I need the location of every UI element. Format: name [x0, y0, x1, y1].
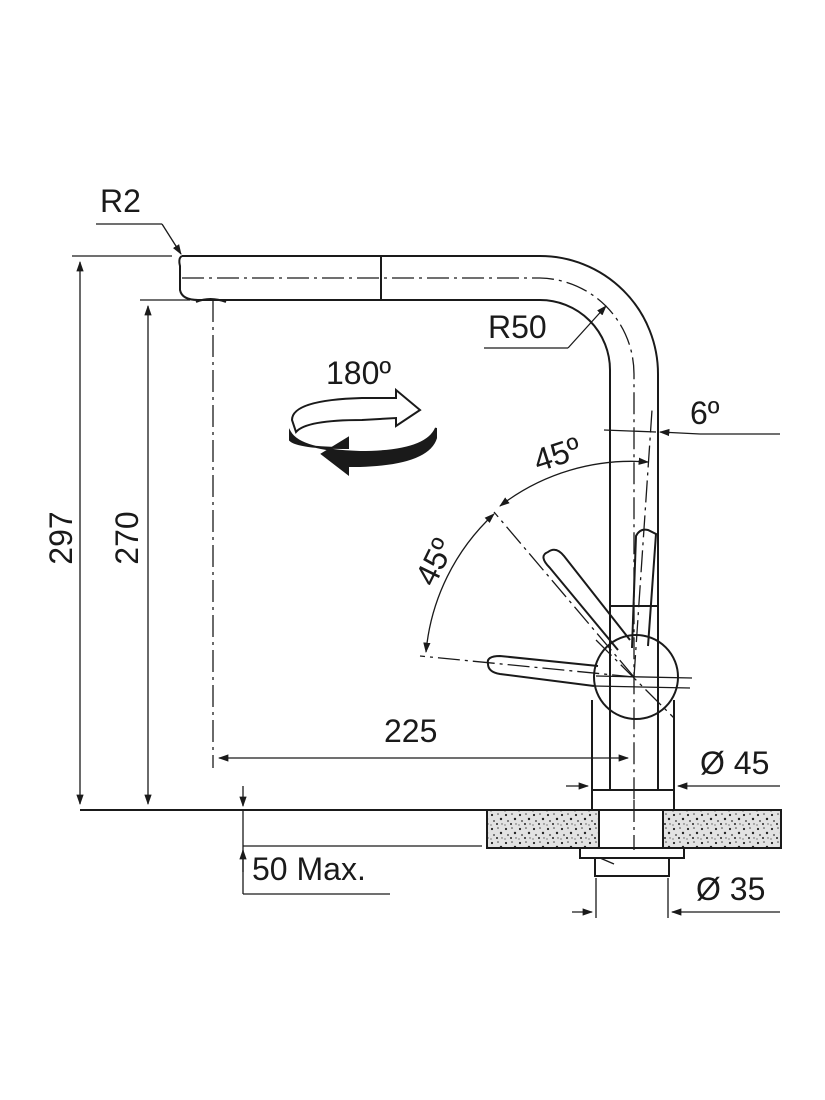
rotation-arrow-icon — [289, 387, 437, 477]
r50-label: R50 — [488, 309, 547, 345]
mounting-shank — [579, 847, 685, 877]
reach-225-label: 225 — [384, 713, 437, 749]
countertop — [80, 809, 782, 849]
max-50-label: 50 Max. — [252, 851, 366, 887]
height-270-label: 270 — [109, 511, 145, 564]
diameter-35-label: Ø 35 — [696, 871, 765, 907]
diameter-45-label: Ø 45 — [700, 745, 769, 781]
faucet-body — [178, 255, 693, 810]
r2-label: R2 — [100, 183, 141, 219]
angle-45-upper-label: 45º — [529, 430, 585, 479]
angle-6-label: 6º — [690, 395, 720, 431]
rotation-180-label: 180º — [326, 355, 391, 391]
angle-45-lower-label: 45º — [408, 533, 461, 592]
height-297-label: 297 — [43, 511, 79, 564]
height-dimensions — [72, 255, 190, 806]
